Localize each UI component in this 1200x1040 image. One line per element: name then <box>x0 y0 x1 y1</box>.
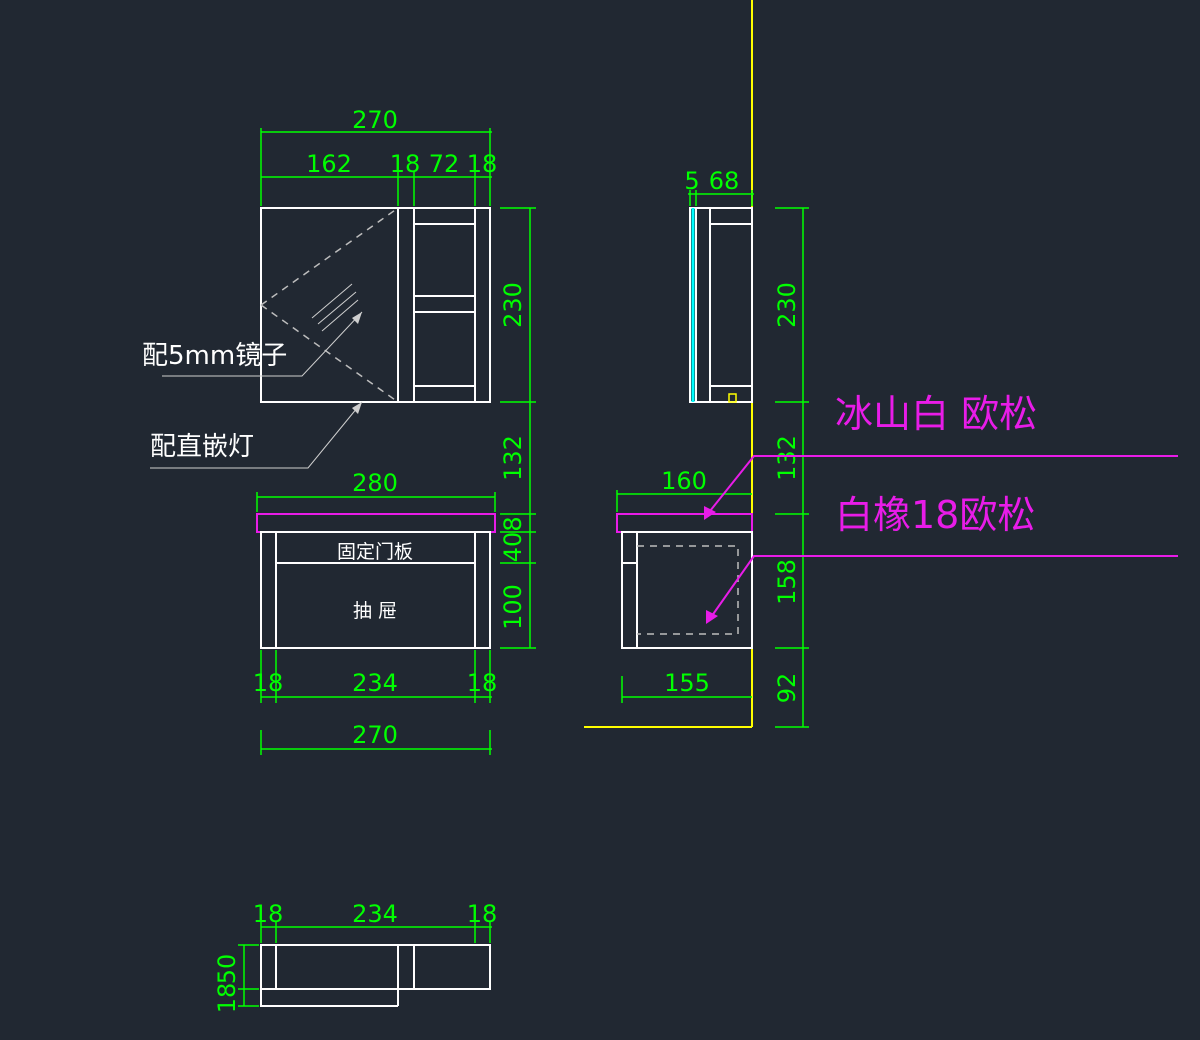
front-vanity-width-dimension: 280 <box>256 469 496 512</box>
front-mirror-cabinet <box>260 207 491 403</box>
dim-plan-part: 18 <box>253 900 284 928</box>
front-vanity: 固定门板 抽 屉 <box>256 513 496 649</box>
dim-top-part: 18 <box>467 150 498 178</box>
mirror-note: 配5mm镜子 <box>142 341 287 371</box>
dim-side-top-part: 5 <box>684 167 699 195</box>
dim-right-height: 8 <box>499 516 527 531</box>
wall-lines <box>584 0 753 728</box>
dim-plan-left: 50 <box>213 954 241 985</box>
side-vanity-outline <box>621 531 753 649</box>
plan-dimensions: 18 234 18 18 50 <box>213 900 497 1013</box>
front-right-dimensions: 230 132 8 40 100 <box>499 207 536 649</box>
dim-side-height: 92 <box>773 673 801 704</box>
light-note: 配直嵌灯 <box>150 432 254 462</box>
side-vanity <box>616 513 753 649</box>
dim-plan-left: 18 <box>213 983 241 1014</box>
mirror-cabinet-outline <box>260 207 491 403</box>
dim-bottom-part: 234 <box>352 669 398 697</box>
dim-bottom-part: 18 <box>467 669 498 697</box>
dim-side-bottom-depth: 155 <box>664 669 710 697</box>
dim-top-part: 18 <box>390 150 421 178</box>
dim-right-height: 132 <box>499 435 527 481</box>
plan-outline <box>260 944 491 990</box>
mirror-leader-arrow <box>352 312 362 324</box>
mirror-glare-2 <box>317 291 357 325</box>
light-leader-line <box>150 401 363 469</box>
dim-right-height: 100 <box>499 584 527 630</box>
mirror-leader-line <box>162 311 363 377</box>
mirror-note-leader: 配5mm镜子 <box>142 311 363 377</box>
dim-plan-part: 234 <box>352 900 398 928</box>
light-note-leader: 配直嵌灯 <box>150 401 363 469</box>
material-leader-1-arrow <box>704 506 716 520</box>
vanity-body-outline <box>260 531 491 649</box>
dim-side-height: 158 <box>773 559 801 605</box>
side-countertop <box>616 513 753 533</box>
dim-plan-part: 18 <box>467 900 498 928</box>
dim-side-vanity-depth: 160 <box>661 467 707 495</box>
material-callouts: 冰山白 欧松 白橡18欧松 <box>704 392 1178 624</box>
plan-door-swing <box>260 989 398 1007</box>
door-swing-line-top <box>260 207 399 306</box>
side-mirror-cabinet <box>689 207 753 403</box>
dim-top-part: 162 <box>306 150 352 178</box>
dim-side-height: 230 <box>773 282 801 328</box>
dim-bottom-part: 18 <box>253 669 284 697</box>
front-bottom-dimensions: 18 234 18 270 <box>253 650 498 755</box>
material-leader-2-arrow <box>706 610 718 624</box>
dim-right-height: 40 <box>499 532 527 563</box>
plan-view <box>260 944 491 1007</box>
material-label-2: 白橡18欧松 <box>835 493 1035 537</box>
vanity-countertop <box>256 513 496 533</box>
dim-top-part: 72 <box>429 150 460 178</box>
side-vanity-dimensions: 160 155 <box>616 467 752 703</box>
dim-vanity-width: 280 <box>352 469 398 497</box>
material-leader-1 <box>705 455 1178 517</box>
door-swing-line-bottom <box>260 304 399 403</box>
dim-side-top-part: 68 <box>709 167 740 195</box>
side-cabinet-outline <box>689 207 753 403</box>
light-fixture <box>728 393 737 403</box>
side-top-dimension: 5 68 <box>684 167 754 206</box>
mirror-glare-1 <box>311 283 353 319</box>
dim-top-total: 270 <box>352 106 398 134</box>
material-leader-2 <box>708 555 1178 621</box>
dim-side-height: 132 <box>773 435 801 481</box>
material-label-1: 冰山白 欧松 <box>835 392 1037 436</box>
mirror-glare-3 <box>321 299 359 332</box>
drawer-box-hidden <box>637 545 739 635</box>
dim-right-height: 230 <box>499 282 527 328</box>
fixed-panel-label: 固定门板 <box>337 541 413 563</box>
light-leader-arrow <box>352 402 362 414</box>
drawer-label: 抽 屉 <box>353 600 397 622</box>
dim-bottom-total: 270 <box>352 721 398 749</box>
side-right-dimensions: 230 132 158 92 <box>773 207 809 728</box>
front-top-dimensions: 270 162 18 72 18 <box>260 106 498 206</box>
